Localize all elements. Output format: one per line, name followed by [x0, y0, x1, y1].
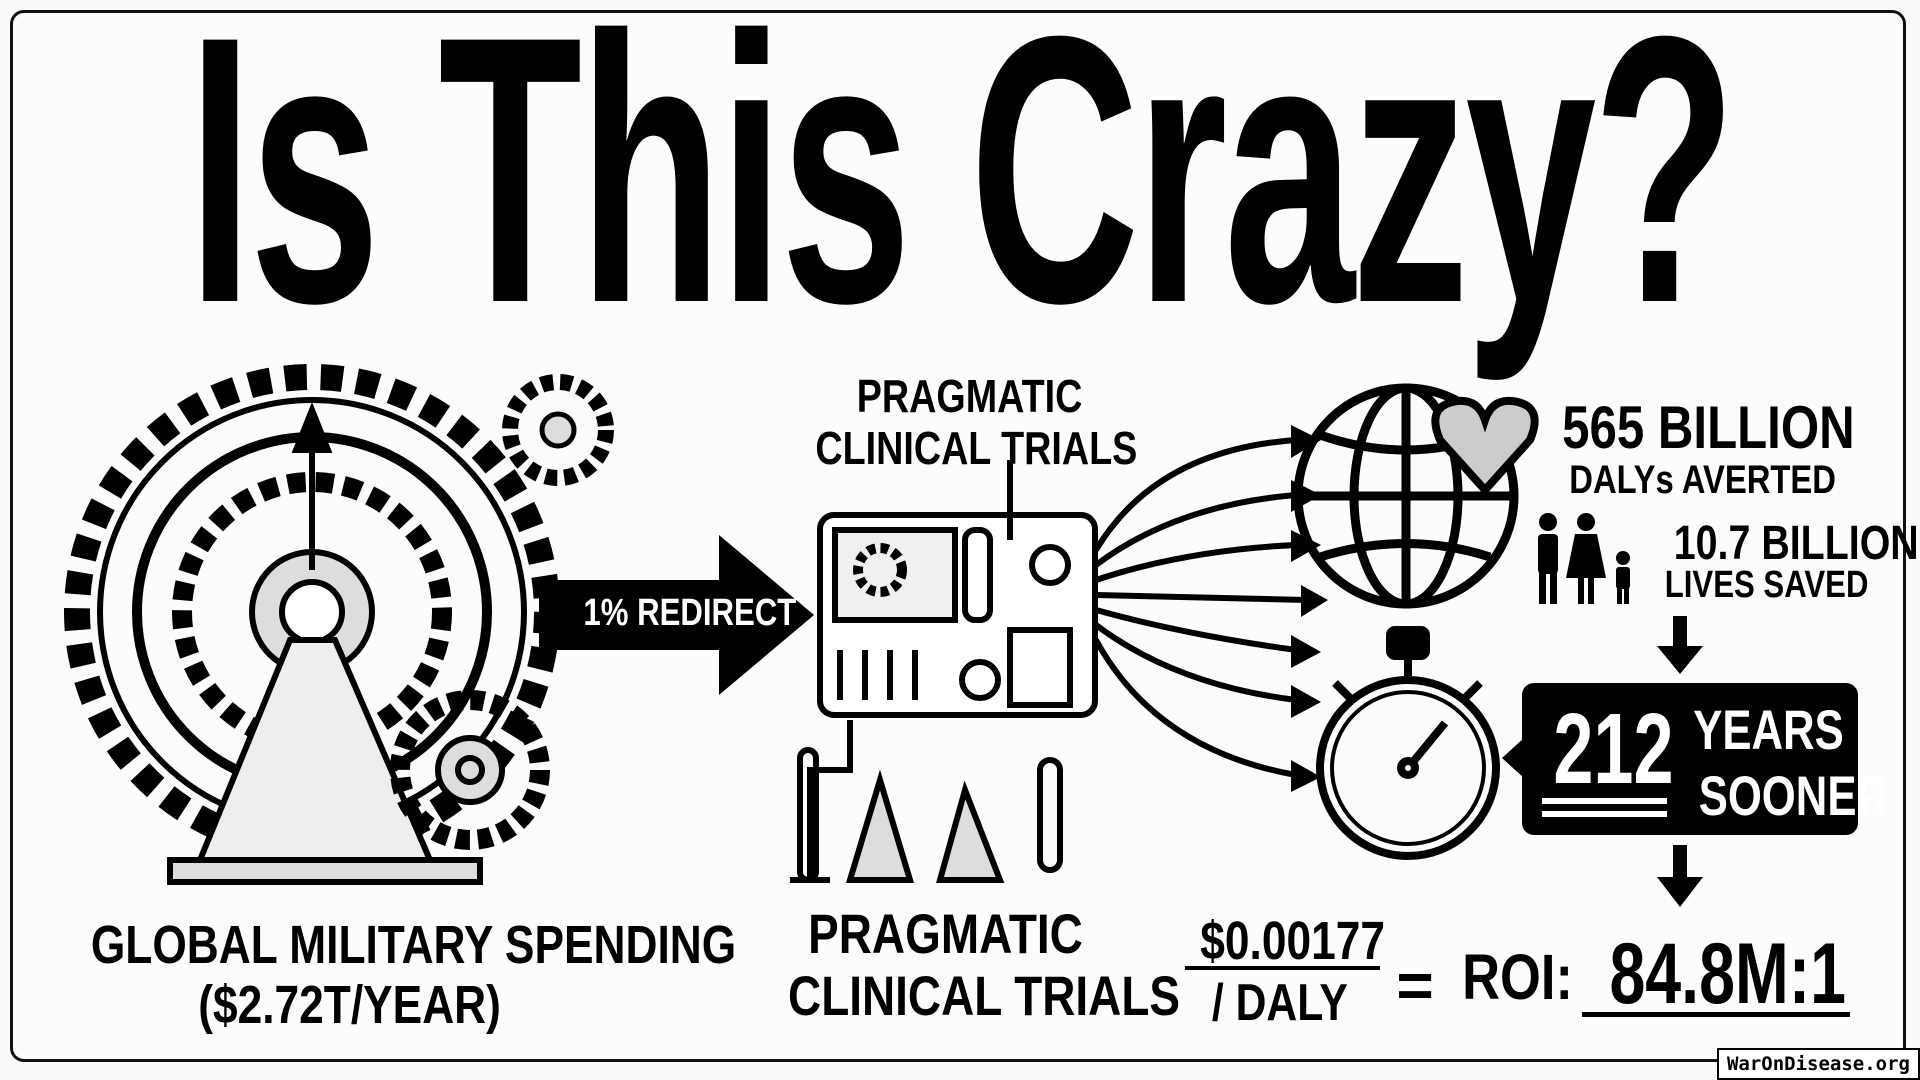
stopwatch-icon [1316, 626, 1500, 860]
down-arrow-icon [1657, 845, 1703, 907]
watermark-link[interactable]: WarOnDisease.org [1716, 1048, 1920, 1080]
title-text: Is This Crazy? [187, 0, 1736, 382]
equals-sign: = [1396, 949, 1434, 1021]
military-spending-label: GLOBAL MILITARY SPENDING($2.72T/YEAR) [90, 915, 737, 1035]
dalys-label: DALYs AVERTED [1569, 458, 1836, 502]
down-arrow-icon [1657, 616, 1703, 674]
per-daly-label: / DALY [1212, 974, 1348, 1032]
redirect-label: 1% REDIRECT [583, 592, 797, 634]
redirect-arrow-icon [539, 535, 814, 695]
people-icon [1538, 513, 1630, 604]
years-value: 212 [1553, 693, 1674, 805]
fraction-line [1185, 966, 1380, 970]
roi-value: 84.8M:1 [1609, 926, 1847, 1022]
lives-value: 10.7 BILLION [1673, 517, 1919, 570]
dalys-value: 565 BILLION [1562, 394, 1855, 461]
heart-icon [1431, 396, 1539, 496]
lives-label: LIVES SAVED [1664, 564, 1869, 606]
military-gear-machine-icon [64, 364, 614, 885]
roi-underline [1582, 1012, 1850, 1017]
globe-icon [1293, 383, 1519, 609]
cost-per-daly-value: $0.00177 [1200, 911, 1385, 971]
lab-machine-icon [790, 460, 1098, 883]
roi-label: ROI: [1462, 941, 1573, 1013]
page-title: Is This Crazy? [40, 0, 1880, 360]
